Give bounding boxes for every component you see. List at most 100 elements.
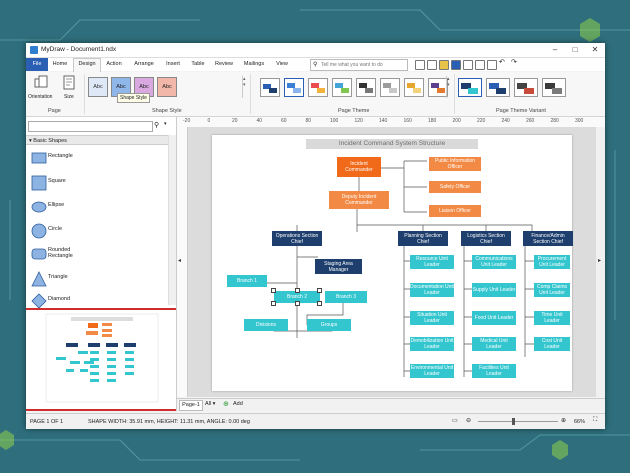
tab-insert[interactable]: Insert: [166, 61, 180, 67]
node-logistics-section-chief[interactable]: Logistics Section Chief: [461, 231, 511, 246]
node-operations-section-chief[interactable]: Operations Section Chief: [272, 231, 322, 246]
diagram-title[interactable]: Incident Command System Structure: [306, 139, 478, 149]
all-pages-button[interactable]: All ▾: [205, 400, 215, 409]
shape-rectangle[interactable]: Rectangle: [28, 148, 166, 170]
shape-search-icon[interactable]: ⚲: [154, 122, 160, 129]
node-communications-unit-leader[interactable]: Communications Unit Leader: [472, 255, 516, 269]
undo-icon[interactable]: ↶: [499, 59, 505, 66]
size-icon[interactable]: [62, 75, 76, 91]
node-deputy-incident-commander[interactable]: Deputy Incident Commander: [329, 191, 389, 209]
orientation-icon[interactable]: [34, 75, 50, 91]
theme-5[interactable]: [356, 78, 376, 97]
shape-search-dropdown-icon[interactable]: ▾: [164, 121, 167, 127]
shape-triangle[interactable]: Triangle: [28, 268, 166, 290]
tab-design[interactable]: Design: [73, 58, 101, 72]
node-safety-officer[interactable]: Safety Officer: [429, 181, 481, 193]
shapes-scrollbar[interactable]: [168, 135, 176, 305]
node-procurement-unit-leader[interactable]: Procurement Unit Leader: [534, 255, 570, 269]
shape-style-scroll-icon[interactable]: ▴▾: [242, 76, 249, 98]
node-incident-commander[interactable]: Incident Commander: [337, 157, 381, 177]
folder-icon[interactable]: [439, 60, 449, 70]
fit-window-icon[interactable]: ⛶: [593, 417, 598, 423]
theme-1[interactable]: [260, 78, 280, 97]
zoom-in-icon[interactable]: ⊕: [561, 418, 567, 424]
shape-search-input[interactable]: [37, 122, 149, 131]
tab-review[interactable]: Review: [214, 61, 234, 67]
size-label[interactable]: Size: [64, 94, 74, 100]
node-staging-area-manager[interactable]: Staging Area Manager: [315, 259, 362, 274]
selection-handle[interactable]: [271, 301, 276, 306]
node-facilities-unit-leader[interactable]: Facilities Unit Leader: [472, 364, 516, 378]
node-comp-claims-unit-leader[interactable]: Comp Claims Unit Leader: [534, 283, 570, 297]
node-supply-unit-leader[interactable]: Supply Unit Leader: [472, 283, 516, 297]
preview-icon[interactable]: [475, 60, 485, 70]
new-doc-icon[interactable]: [415, 60, 425, 70]
theme-8[interactable]: [428, 78, 448, 97]
add-page-label[interactable]: Add: [233, 401, 243, 407]
close-button[interactable]: ✕: [591, 45, 599, 54]
node-branch-3[interactable]: Branch 3: [325, 291, 367, 303]
variant-3[interactable]: [514, 78, 538, 97]
variant-4[interactable]: [542, 78, 566, 97]
search-box[interactable]: ⚲: [310, 59, 408, 71]
add-page-icon[interactable]: ⊕: [223, 401, 229, 408]
selection-handle[interactable]: [317, 288, 322, 293]
zoom-slider-thumb[interactable]: [512, 418, 515, 425]
node-time-unit-leader[interactable]: Time Unit Leader: [534, 311, 570, 325]
basic-shapes-header[interactable]: ▾ Basic Shapes: [26, 135, 168, 145]
shape-ellipse[interactable]: Ellipse: [28, 197, 166, 219]
tab-table[interactable]: Table: [191, 61, 205, 67]
variant-2[interactable]: [486, 78, 510, 97]
theme-6[interactable]: [380, 78, 400, 97]
variant-1[interactable]: [458, 78, 482, 97]
page-preview[interactable]: [26, 311, 176, 407]
node-situation-unit-leader[interactable]: Situation Unit Leader: [410, 311, 454, 325]
tab-home[interactable]: Home: [52, 61, 68, 67]
maximize-button[interactable]: □: [572, 45, 578, 54]
node-branch-2[interactable]: Branch 2: [274, 291, 320, 303]
collapse-right-icon[interactable]: ▸: [598, 258, 602, 264]
file-tab[interactable]: File: [26, 58, 48, 71]
page-theme-scroll-icon[interactable]: ▴▾: [446, 76, 453, 98]
node-environmental-unit-leader[interactable]: Environmental Unit Leader: [410, 364, 454, 378]
theme-7[interactable]: [404, 78, 424, 97]
node-resource-unit-leader[interactable]: Resource Unit Leader: [410, 255, 454, 269]
theme-2[interactable]: [284, 78, 304, 97]
selection-handle[interactable]: [295, 288, 300, 293]
selection-handle[interactable]: [295, 301, 300, 306]
open-folder-icon[interactable]: [427, 60, 437, 70]
shape-square[interactable]: Square: [28, 172, 166, 194]
node-documentation-unit-leader[interactable]: Documentation Unit Leader: [410, 283, 454, 297]
selection-handle[interactable]: [271, 288, 276, 293]
vertical-scrollbar[interactable]: [596, 127, 605, 397]
node-medical-unit-leader[interactable]: Medical Unit Leader: [472, 337, 516, 351]
search-input[interactable]: [321, 61, 405, 69]
theme-4[interactable]: [332, 78, 352, 97]
redo-icon[interactable]: ↷: [511, 59, 517, 66]
node-cost-unit-leader[interactable]: Cost Unit Leader: [534, 337, 570, 351]
minimize-button[interactable]: –: [552, 45, 558, 54]
print-icon[interactable]: [463, 60, 473, 70]
node-finance-admin-section-chief[interactable]: Finance/Admin Section Chief: [523, 231, 573, 246]
selection-handle[interactable]: [317, 301, 322, 306]
node-divisions[interactable]: Divisions: [244, 319, 288, 331]
page-tab-1[interactable]: Page-1: [179, 400, 203, 411]
fit-page-icon[interactable]: ▭: [452, 418, 458, 424]
tab-arrange[interactable]: Arrange: [134, 61, 154, 67]
tab-action[interactable]: Action: [106, 61, 122, 67]
shape-search-box[interactable]: [28, 121, 153, 132]
shape-style-1[interactable]: Abc: [88, 77, 108, 97]
node-branch-1[interactable]: Branch 1: [227, 275, 267, 287]
node-demobilization-unit-leader[interactable]: Demobilization Unit Leader: [410, 337, 454, 351]
node-planning-section-chief[interactable]: Planning Section Chief: [398, 231, 448, 246]
tab-view[interactable]: View: [276, 61, 288, 67]
orientation-label[interactable]: Orientation: [28, 94, 53, 100]
node-liaison-officer[interactable]: Liaison Officer: [429, 205, 481, 217]
node-groups[interactable]: Groups: [307, 319, 351, 331]
cut-icon[interactable]: [487, 60, 497, 70]
zoom-out-icon[interactable]: ⊖: [466, 418, 472, 424]
shape-style-4[interactable]: Abc: [157, 77, 177, 97]
node-food-unit-leader[interactable]: Food Unit Leader: [472, 311, 516, 325]
zoom-slider[interactable]: [478, 421, 558, 422]
shape-rounded-rectangle[interactable]: Rounded Rectangle: [28, 244, 166, 266]
